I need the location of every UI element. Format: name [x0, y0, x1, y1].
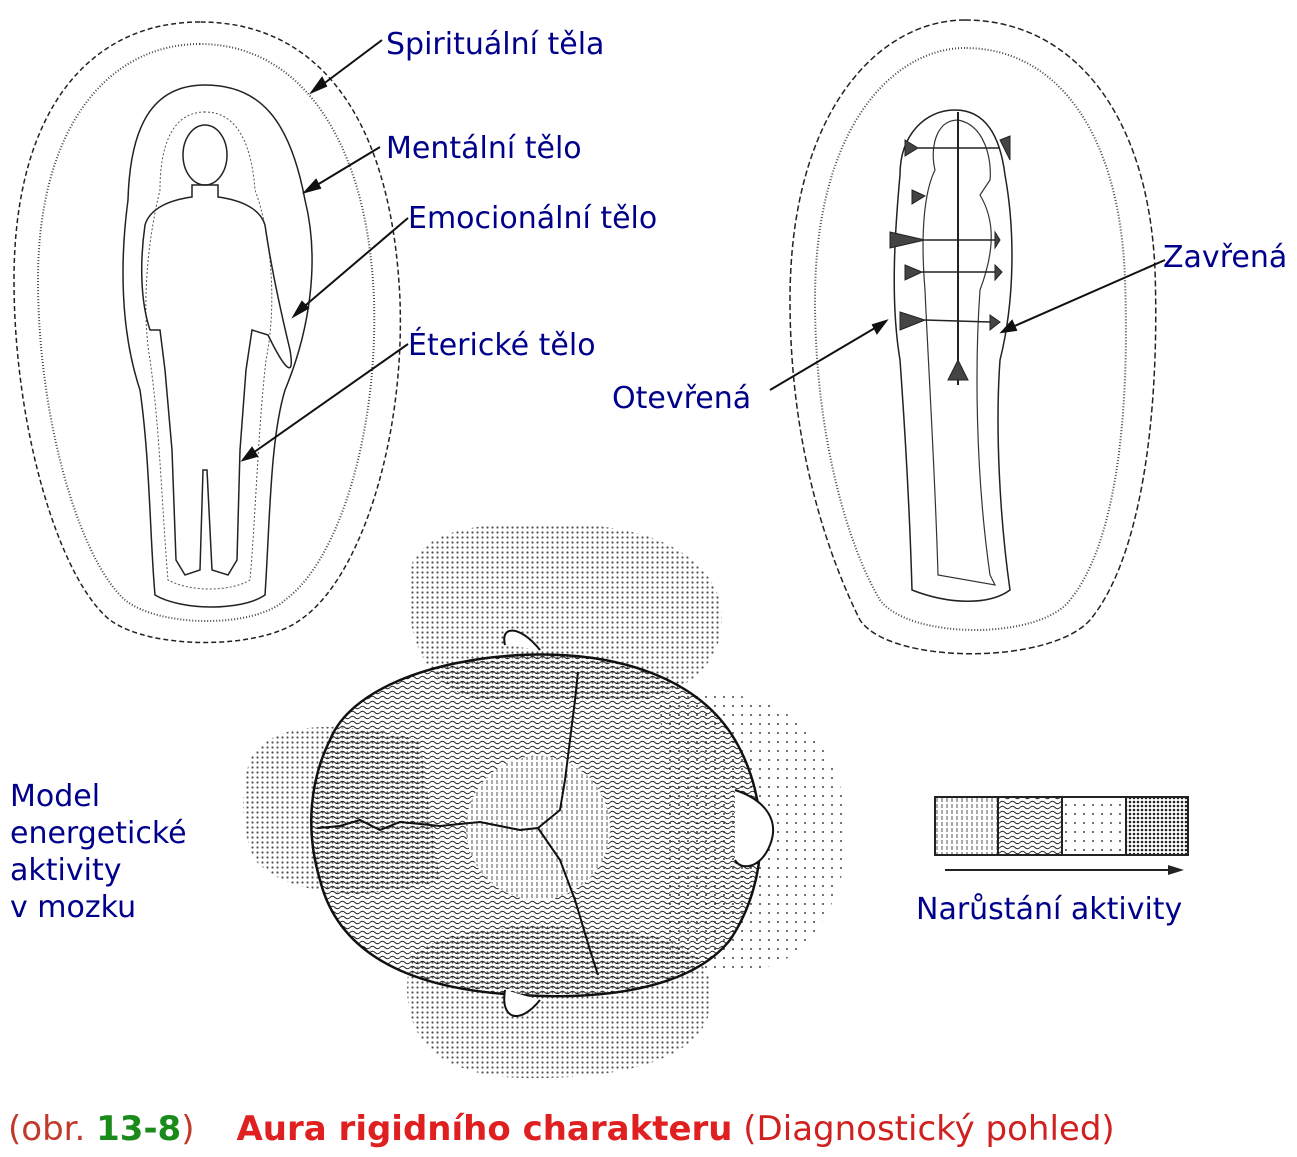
mental-body-outline	[38, 44, 374, 621]
brain-energy-model	[243, 524, 847, 1078]
label-mental-body: Mentální tělo	[386, 134, 582, 164]
caption-prefix: (obr.	[8, 1109, 96, 1149]
caption-close: )	[181, 1109, 194, 1149]
model-line-4: v mozku	[10, 889, 187, 926]
brain-model-description: Model energetické aktivity v mozku	[10, 778, 187, 926]
left-aura-figure	[14, 22, 400, 643]
spiritual-body-outline	[14, 22, 400, 643]
figure-number: 13-8	[96, 1109, 181, 1149]
head-left	[183, 125, 227, 185]
right-body-outline	[894, 110, 1012, 601]
model-line-3: aktivity	[10, 852, 187, 889]
model-line-2: energetické	[10, 815, 187, 852]
right-aura-figure	[790, 20, 1156, 654]
right-figure-profile	[923, 120, 995, 585]
model-line-1: Model	[10, 778, 187, 815]
right-outer-aura	[790, 20, 1156, 654]
right-inner-aura	[815, 48, 1126, 630]
emotional-body-outline	[123, 85, 312, 607]
aura-illustration	[0, 0, 1297, 1100]
label-emotional-body: Emocionální tělo	[408, 204, 657, 234]
activity-legend	[935, 797, 1188, 875]
chakra-cones	[890, 136, 1010, 380]
figure-caption: (obr. 13-8) Aura rigidního charakteru (Di…	[8, 1112, 1115, 1146]
label-open: Otevřená	[612, 384, 751, 414]
label-spiritual-bodies: Spirituální těla	[386, 30, 604, 60]
figure-subtitle: (Diagnostický pohled)	[743, 1109, 1114, 1149]
label-activity-increase: Narůstání aktivity	[916, 895, 1182, 925]
label-closed: Zavřená	[1163, 243, 1287, 273]
figure-title: Aura rigidního charakteru	[236, 1109, 732, 1149]
label-etheric-body: Éterické tělo	[408, 331, 596, 361]
